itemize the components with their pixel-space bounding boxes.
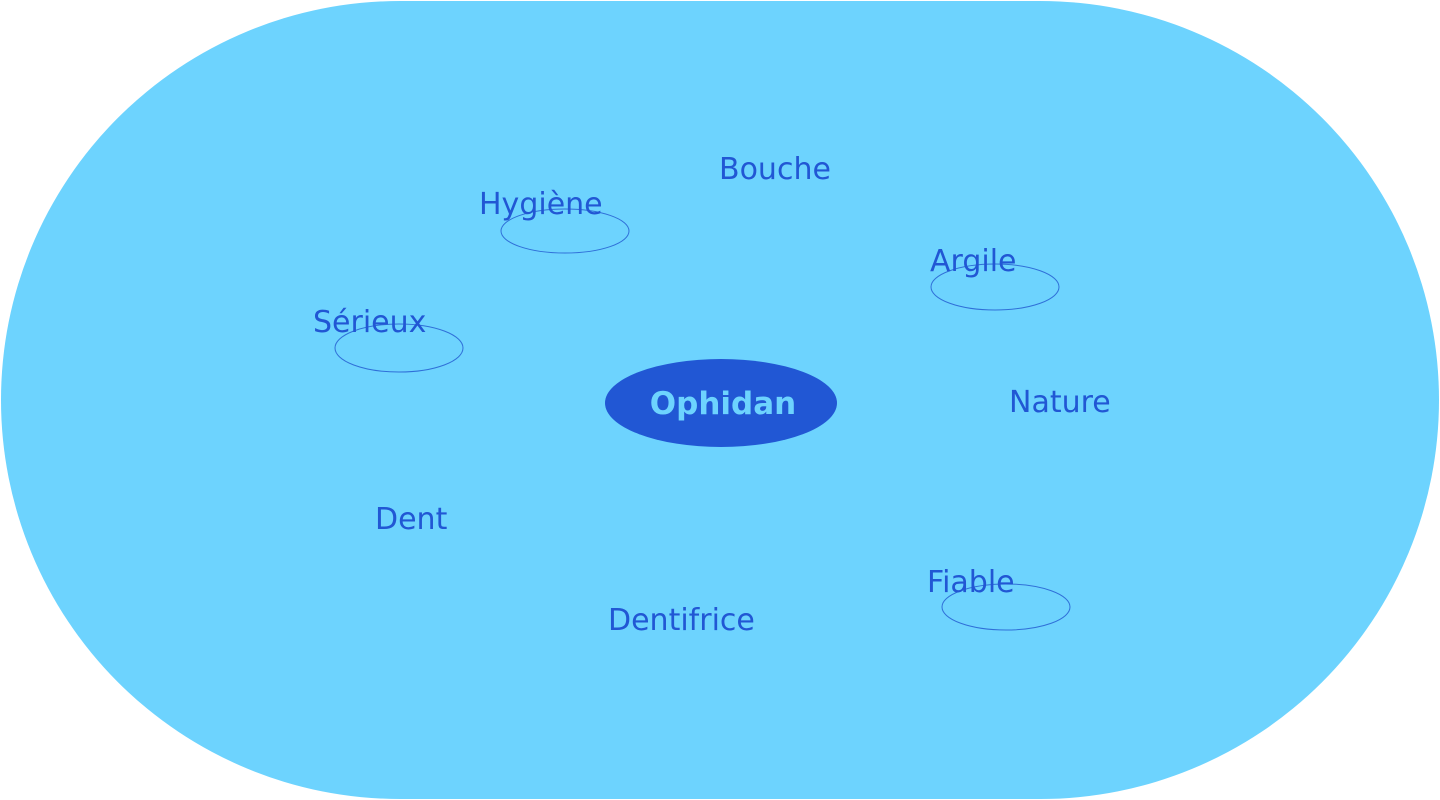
word-nature: Nature [1009, 385, 1111, 420]
word-argile: Argile [930, 244, 1017, 279]
word-hygiene: Hygiène [479, 187, 603, 222]
center-label: Ophidan [650, 386, 796, 422]
word-fiable: Fiable [927, 565, 1015, 600]
word-serieux: Sérieux [313, 305, 426, 340]
word-dent: Dent [375, 502, 448, 537]
circle-mark-serieux [334, 323, 464, 373]
circle-mark-fiable [941, 583, 1071, 631]
center-ellipse [605, 359, 837, 447]
word-bouche: Bouche [719, 152, 831, 187]
word-dentifrice: Dentifrice [608, 603, 755, 638]
circle-mark-hygiene [500, 208, 630, 254]
circle-mark-argile [930, 263, 1060, 311]
